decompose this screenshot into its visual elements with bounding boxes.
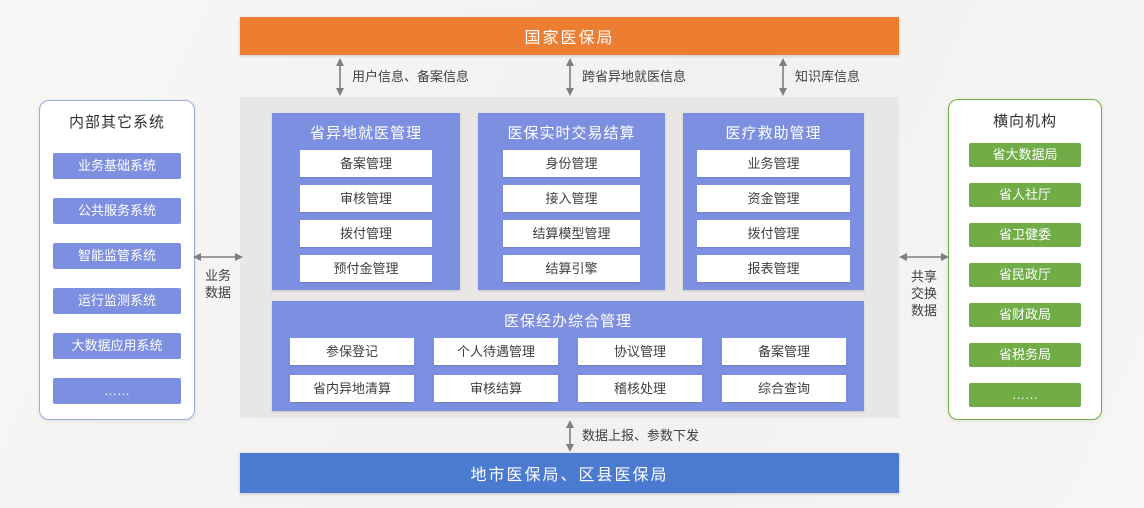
- module-item: 协议管理: [578, 338, 702, 365]
- module-realtime-transaction-settlement: 医保实时交易结算 身份管理 接入管理 结算模型管理 结算引擎: [478, 113, 665, 290]
- module-comprehensive-handling-management: 医保经办综合管理 参保登记 个人待遇管理 协议管理 备案管理 省内异地清算 审核…: [272, 301, 864, 411]
- module-item: 接入管理: [503, 185, 640, 212]
- module-item: 审核管理: [300, 185, 432, 212]
- agency-item: 省税务局: [969, 343, 1081, 367]
- city-county-medical-insurance-bureau-bar: 地市医保局、区县医保局: [240, 453, 899, 493]
- module-item: 结算模型管理: [503, 220, 640, 247]
- module-item: 备案管理: [722, 338, 846, 365]
- link-label-line: 业务: [204, 268, 231, 283]
- module-item-list: 业务管理 资金管理 拨付管理 报表管理: [683, 150, 864, 282]
- module-item: 业务管理: [697, 150, 850, 177]
- module-medical-assistance-management: 医疗救助管理 业务管理 资金管理 拨付管理 报表管理: [683, 113, 864, 290]
- module-item-list: 身份管理 接入管理 结算模型管理 结算引擎: [478, 150, 665, 282]
- internal-systems-panel: 内部其它系统 业务基础系统 公共服务系统 智能监管系统 运行监测系统 大数据应用…: [39, 100, 195, 420]
- national-medical-insurance-bureau-bar: 国家医保局: [240, 17, 899, 55]
- internal-system-item: 智能监管系统: [53, 243, 181, 269]
- module-item: 审核结算: [434, 375, 558, 402]
- internal-system-item: 大数据应用系统: [53, 333, 181, 359]
- arrow-share-exchange-data-icon: [898, 251, 950, 263]
- module-item-row: 参保登记 个人待遇管理 协议管理 备案管理: [290, 338, 846, 365]
- link-label-line: 数据: [204, 285, 231, 300]
- internal-system-item: 运行监测系统: [53, 288, 181, 314]
- link-label-line: 交换: [910, 286, 937, 301]
- module-item: 参保登记: [290, 338, 414, 365]
- module-item: 综合查询: [722, 375, 846, 402]
- module-item: 省内异地清算: [290, 375, 414, 402]
- module-title: 医保实时交易结算: [507, 125, 636, 142]
- arrow-knowledge-base-info-icon: [777, 57, 789, 97]
- module-title: 医保经办综合管理: [503, 313, 632, 330]
- module-item: 拨付管理: [300, 220, 432, 247]
- link-label-business-data: 业务 数据: [194, 267, 242, 301]
- arrow-data-report-icon: [564, 419, 576, 453]
- module-item: 资金管理: [697, 185, 850, 212]
- agency-item: 省人社厅: [969, 183, 1081, 207]
- internal-system-item: 业务基础系统: [53, 153, 181, 179]
- arrow-business-data-icon: [192, 251, 244, 263]
- agency-item: 省财政局: [969, 303, 1081, 327]
- module-title: 省异地就医管理: [309, 125, 422, 142]
- link-label-line: 数据: [910, 303, 937, 318]
- agency-item: ……: [969, 383, 1081, 407]
- module-item: 拨付管理: [697, 220, 850, 247]
- arrow-cross-province-info-icon: [564, 57, 576, 97]
- module-item: 备案管理: [300, 150, 432, 177]
- module-cross-region-medical-management: 省异地就医管理 备案管理 审核管理 拨付管理 预付金管理: [272, 113, 460, 290]
- internal-system-item: 公共服务系统: [53, 198, 181, 224]
- agency-item: 省民政厅: [969, 263, 1081, 287]
- module-item: 身份管理: [503, 150, 640, 177]
- internal-system-item: ……: [53, 378, 181, 404]
- agency-item: 省卫健委: [969, 223, 1081, 247]
- module-item-grid: 参保登记 个人待遇管理 协议管理 备案管理 省内异地清算 审核结算 稽核处理 综…: [272, 338, 864, 402]
- link-label-cross-province-info: 跨省异地就医信息: [582, 69, 687, 84]
- internal-systems-list: 业务基础系统 公共服务系统 智能监管系统 运行监测系统 大数据应用系统 ……: [53, 153, 181, 404]
- link-label-knowledge-base-info: 知识库信息: [795, 69, 861, 84]
- module-title: 医疗救助管理: [725, 125, 822, 142]
- module-item-list: 备案管理 审核管理 拨付管理 预付金管理: [272, 150, 460, 282]
- link-label-user-info: 用户信息、备案信息: [352, 69, 470, 84]
- module-item: 报表管理: [697, 255, 850, 282]
- module-item: 稽核处理: [578, 375, 702, 402]
- module-item: 预付金管理: [300, 255, 432, 282]
- link-label-share-exchange-data: 共享 交换 数据: [900, 268, 948, 319]
- arrow-user-info-icon: [334, 57, 346, 97]
- module-item: 个人待遇管理: [434, 338, 558, 365]
- link-label-line: 共享: [910, 269, 937, 284]
- horizontal-agencies-list: 省大数据局 省人社厅 省卫健委 省民政厅 省财政局 省税务局 ……: [969, 143, 1081, 407]
- link-label-data-report: 数据上报、参数下发: [582, 428, 700, 443]
- module-item-row: 省内异地清算 审核结算 稽核处理 综合查询: [290, 375, 846, 402]
- horizontal-agencies-title: 横向机构: [992, 113, 1057, 130]
- horizontal-agencies-panel: 横向机构 省大数据局 省人社厅 省卫健委 省民政厅 省财政局 省税务局 ……: [948, 99, 1102, 420]
- agency-item: 省大数据局: [969, 143, 1081, 167]
- internal-systems-title: 内部其它系统: [68, 114, 165, 131]
- module-item: 结算引擎: [503, 255, 640, 282]
